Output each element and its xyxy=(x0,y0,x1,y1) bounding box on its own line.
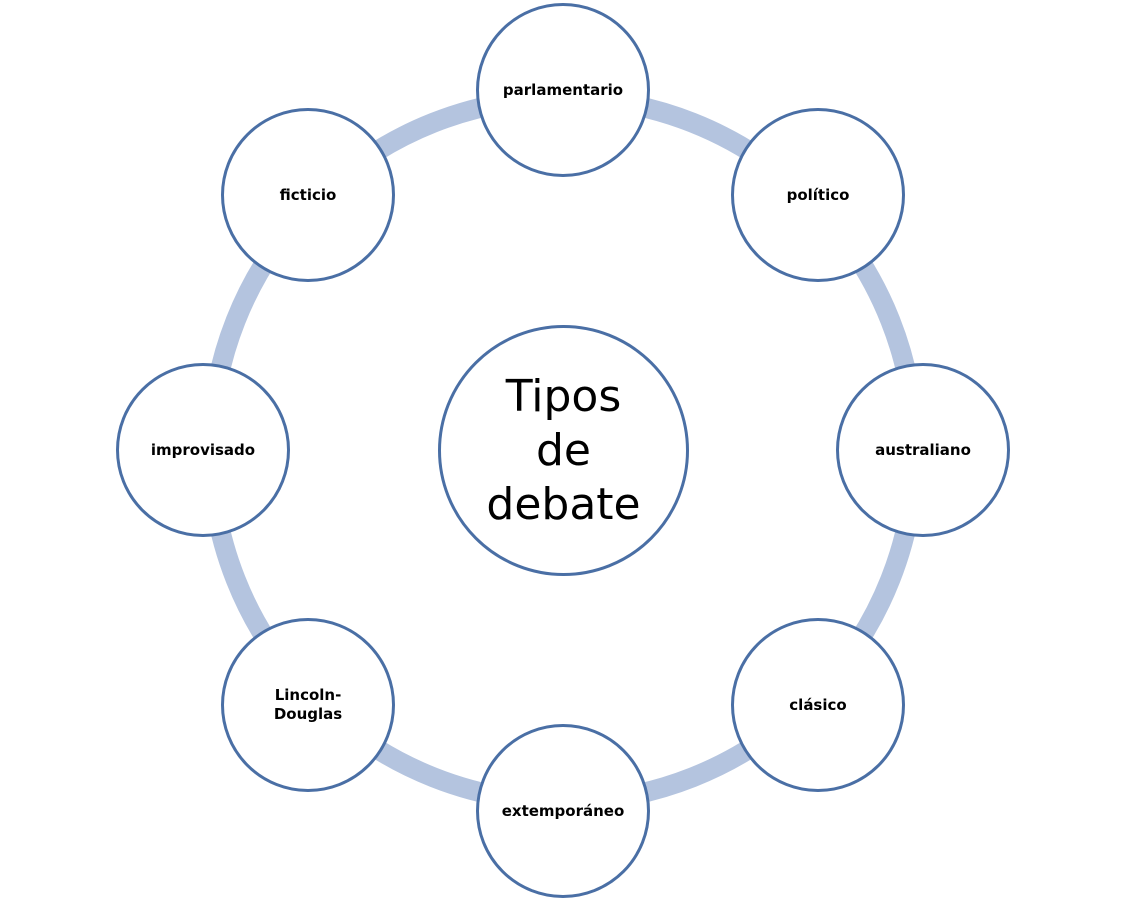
node-label: extemporáneo xyxy=(501,801,625,820)
center-title: Tipos de debate xyxy=(486,370,641,530)
node-label: Lincoln- Douglas xyxy=(273,686,343,723)
node-label: parlamentario xyxy=(502,80,624,99)
node-label: australiano xyxy=(875,440,971,459)
node-parlamentario: parlamentario xyxy=(476,3,650,177)
node-improvisado: improvisado xyxy=(116,363,290,537)
node-label: improvisado xyxy=(150,440,256,459)
node-label: ficticio xyxy=(279,185,337,204)
node-label: clásico xyxy=(789,695,847,714)
node-label: político xyxy=(786,185,850,204)
center-circle: Tipos de debate xyxy=(438,325,689,576)
node-australiano: australiano xyxy=(836,363,1010,537)
node-clasico: clásico xyxy=(731,618,905,792)
node-extemporaneo: extemporáneo xyxy=(476,724,650,898)
node-ficticio: ficticio xyxy=(221,108,395,282)
node-lincoln-douglas: Lincoln- Douglas xyxy=(221,618,395,792)
node-politico: político xyxy=(731,108,905,282)
